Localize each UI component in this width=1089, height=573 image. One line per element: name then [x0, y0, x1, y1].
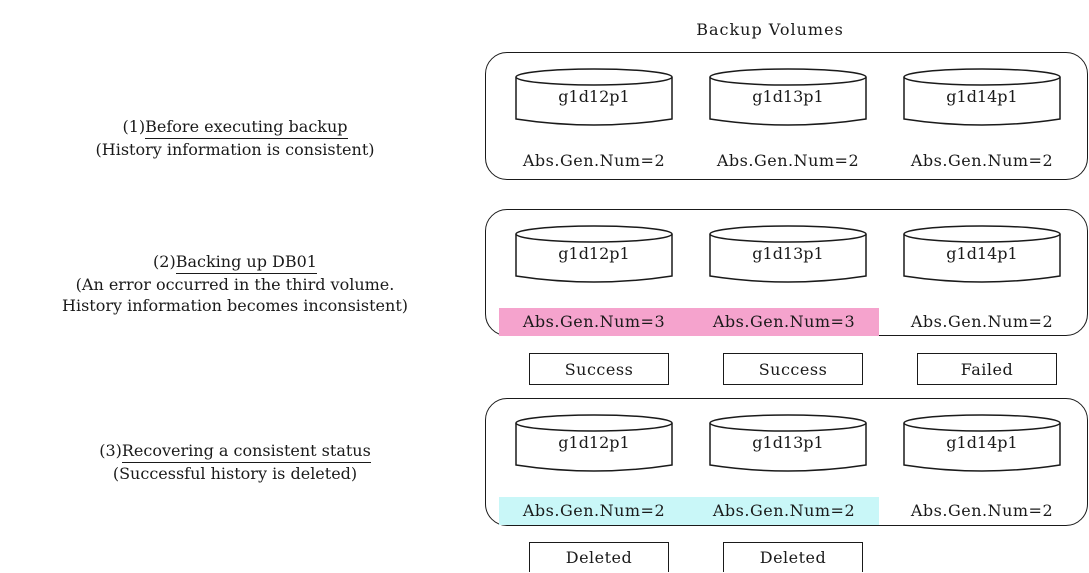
- diagram-title: Backup Volumes: [696, 20, 844, 39]
- volume-cylinder: g1d14p1: [902, 413, 1062, 475]
- volume-name: g1d12p1: [558, 433, 630, 452]
- step-1-label: (1)Before executing backup (History info…: [0, 117, 470, 159]
- step-3-heading: Recovering a consistent status: [121, 441, 371, 463]
- generation-number: Abs.Gen.Num=2: [522, 151, 666, 170]
- generation-number: Abs.Gen.Num=2: [910, 312, 1054, 331]
- generation-number-highlighted: Abs.Gen.Num=2: [499, 497, 689, 525]
- generation-number: Abs.Gen.Num=2: [910, 501, 1054, 520]
- step-2-heading: Backing up DB01: [175, 252, 317, 274]
- volume-cylinder: g1d14p1: [902, 224, 1062, 286]
- volume-name: g1d13p1: [752, 433, 824, 452]
- volume-cylinder: g1d12p1: [514, 224, 674, 286]
- step-3-sub: (Successful history is deleted): [112, 464, 358, 483]
- generation-number-highlighted: Abs.Gen.Num=2: [689, 497, 879, 525]
- step-2-number: (2): [153, 252, 176, 271]
- step-2-sub-line2: History information becomes inconsistent…: [62, 296, 408, 315]
- backup-volume-group-3: g1d12p1 g1d13p1 g1d14p1 Abs.Gen.Num=2 Ab…: [485, 398, 1088, 526]
- volume-name: g1d14p1: [946, 433, 1018, 452]
- volume-name: g1d13p1: [752, 244, 824, 263]
- volume-name: g1d12p1: [558, 87, 630, 106]
- generation-number-highlighted: Abs.Gen.Num=3: [499, 308, 689, 336]
- generation-number: Abs.Gen.Num=2: [910, 151, 1054, 170]
- volume-cylinder: g1d14p1: [902, 67, 1062, 129]
- volume-name: g1d14p1: [946, 244, 1018, 263]
- volume-name: g1d12p1: [558, 244, 630, 263]
- volume-name: g1d13p1: [752, 87, 824, 106]
- step-3-label: (3)Recovering a consistent status (Succe…: [0, 441, 470, 483]
- result-box: Deleted: [529, 542, 669, 572]
- generation-number-highlighted: Abs.Gen.Num=3: [689, 308, 879, 336]
- step-2-label: (2)Backing up DB01 (An error occurred in…: [0, 252, 470, 315]
- backup-volume-group-2: g1d12p1 g1d13p1 g1d14p1 Abs.Gen.Num=3 Ab…: [485, 209, 1088, 336]
- result-box: Success: [723, 353, 863, 385]
- generation-number: Abs.Gen.Num=2: [716, 151, 860, 170]
- step-2-sub-line1: (An error occurred in the third volume.: [75, 275, 395, 294]
- volume-cylinder: g1d13p1: [708, 224, 868, 286]
- volume-cylinder: g1d13p1: [708, 413, 868, 475]
- result-box: Failed: [917, 353, 1057, 385]
- volume-cylinder: g1d12p1: [514, 67, 674, 129]
- step-1-number: (1): [122, 117, 146, 136]
- step-1-heading: Before executing backup: [145, 117, 348, 139]
- volume-name: g1d14p1: [946, 87, 1018, 106]
- volume-cylinder: g1d13p1: [708, 67, 868, 129]
- step-3-number: (3): [99, 441, 122, 460]
- backup-volume-group-1: g1d12p1 g1d13p1 g1d14p1 Abs.Gen.Num=2 Ab…: [485, 52, 1088, 180]
- step-1-sub: (History information is consistent): [95, 140, 375, 159]
- volume-cylinder: g1d12p1: [514, 413, 674, 475]
- result-box: Deleted: [723, 542, 863, 572]
- result-box: Success: [529, 353, 669, 385]
